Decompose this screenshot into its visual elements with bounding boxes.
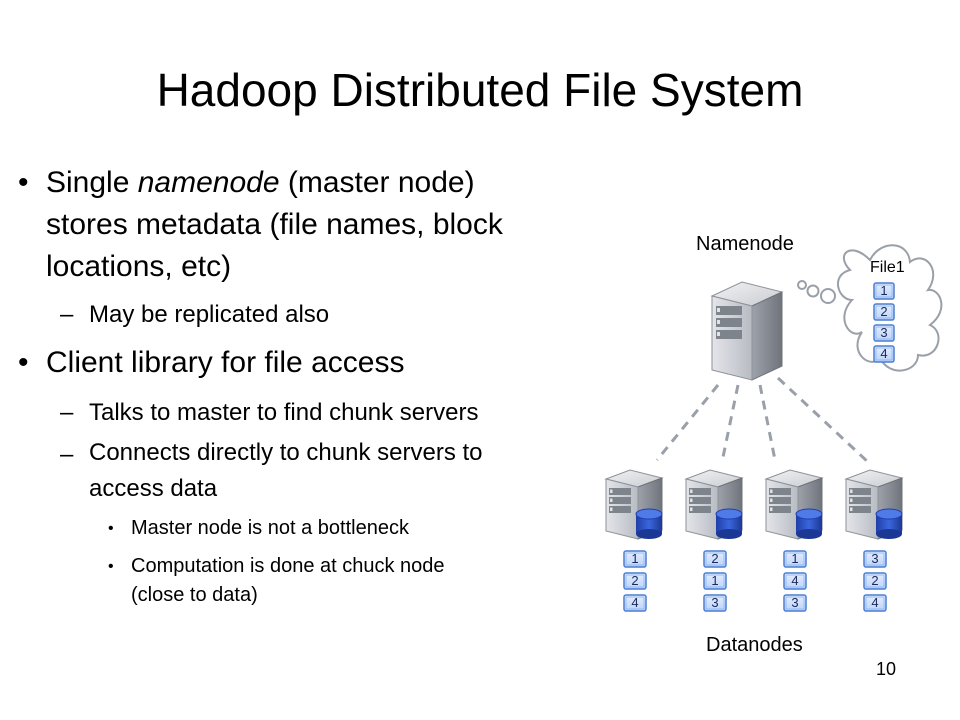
svg-text:3: 3 [880, 325, 887, 340]
dash-marker: – [60, 441, 74, 468]
file1-block-stack: 1 2 3 4 [873, 282, 895, 363]
namenode-label: Namenode [696, 233, 794, 255]
bullet-text: (master node) [279, 166, 475, 199]
subbullet-text: May be replicated also [89, 301, 330, 328]
svg-text:2: 2 [871, 573, 878, 588]
bullet-marker: • [108, 520, 114, 537]
file-block-4: 4 [873, 345, 895, 363]
svg-text:2: 2 [631, 573, 638, 588]
bullet-text: locations, etc) [46, 250, 232, 283]
bullet-marker: • [108, 558, 114, 575]
dash-marker: – [60, 301, 74, 328]
datanode-block-4: 4 [863, 594, 887, 612]
bullet-marker: • [18, 346, 29, 379]
svg-text:4: 4 [871, 595, 878, 610]
datanode-server-icon [684, 469, 744, 540]
file-block-3: 3 [873, 324, 895, 342]
bullet-text: Client library for file access [46, 346, 405, 379]
bullet-text: stores metadata (file names, block [46, 208, 503, 241]
datanode-block-stack: 1 4 3 [783, 550, 807, 612]
bullet-client-library: • Client library for file access [18, 342, 578, 384]
database-cylinder-icon [635, 508, 663, 539]
bullet-emphasis: namenode [137, 166, 280, 199]
connection-line [758, 384, 777, 461]
database-cylinder-icon [795, 508, 823, 539]
file-block-1: 1 [873, 282, 895, 300]
connection-line [720, 384, 740, 463]
datanode-block-1: 1 [703, 572, 727, 590]
subbullet-text: Connects directly to chunk servers to [89, 439, 483, 466]
svg-text:2: 2 [880, 304, 887, 319]
subsubbullet-text: Computation is done at chuck node [131, 555, 445, 577]
datanode-block-stack: 2 1 3 [703, 550, 727, 612]
svg-text:2: 2 [711, 551, 718, 566]
database-cylinder-icon [715, 508, 743, 539]
datanode-server-icon [604, 469, 664, 540]
datanode-block-3: 3 [783, 594, 807, 612]
bullet-text: Single [46, 166, 138, 199]
svg-text:4: 4 [791, 573, 798, 588]
slide-title: Hadoop Distributed File System [156, 64, 804, 116]
namenode-server-icon [710, 281, 784, 381]
svg-text:3: 3 [871, 551, 878, 566]
subbullet-connects-directly: – Connects directly to chunk servers to … [60, 435, 580, 507]
svg-text:1: 1 [880, 283, 887, 298]
page-number: 10 [876, 659, 897, 679]
database-cylinder-icon [875, 508, 903, 539]
svg-text:1: 1 [791, 551, 798, 566]
subsubbullet-computation: • Computation is done at chuck node (clo… [108, 552, 528, 610]
svg-text:1: 1 [711, 573, 718, 588]
datanode-block-1: 1 [623, 550, 647, 568]
subbullet-text: Talks to master to find chunk servers [89, 399, 479, 426]
datanode-server-icon [844, 469, 904, 540]
datanode-block-stack: 3 2 4 [863, 550, 887, 612]
svg-text:3: 3 [791, 595, 798, 610]
dash-marker: – [60, 399, 74, 426]
svg-text:4: 4 [880, 346, 887, 361]
subsubbullet-text: Master node is not a bottleneck [131, 517, 409, 539]
subbullet-text: access data [89, 475, 218, 502]
datanode-block-4: 4 [783, 572, 807, 590]
datanode-block-4: 4 [623, 594, 647, 612]
subsubbullet-not-bottleneck: • Master node is not a bottleneck [108, 514, 528, 543]
datanode-block-3: 3 [863, 550, 887, 568]
subbullet-replicated: – May be replicated also [60, 295, 580, 335]
svg-text:1: 1 [631, 551, 638, 566]
file1-label: File1 [870, 259, 905, 276]
datanode-block-3: 3 [703, 594, 727, 612]
datanodes-label: Datanodes [706, 634, 803, 656]
subsubbullet-text: (close to data) [131, 584, 258, 606]
datanode-block-2: 2 [863, 572, 887, 590]
subbullet-talks-master: – Talks to master to find chunk servers [60, 393, 580, 433]
datanode-block-stack: 1 2 4 [623, 550, 647, 612]
bullet-namenode: • Single namenode (master node) stores m… [18, 162, 578, 288]
datanode-server-icon [764, 469, 824, 540]
connection-line [655, 384, 720, 461]
svg-text:4: 4 [631, 595, 638, 610]
connection-line [776, 376, 870, 464]
svg-text:3: 3 [711, 595, 718, 610]
datanode-block-1: 1 [783, 550, 807, 568]
datanode-block-2: 2 [623, 572, 647, 590]
file-block-2: 2 [873, 303, 895, 321]
bullet-marker: • [18, 166, 29, 199]
datanode-block-2: 2 [703, 550, 727, 568]
